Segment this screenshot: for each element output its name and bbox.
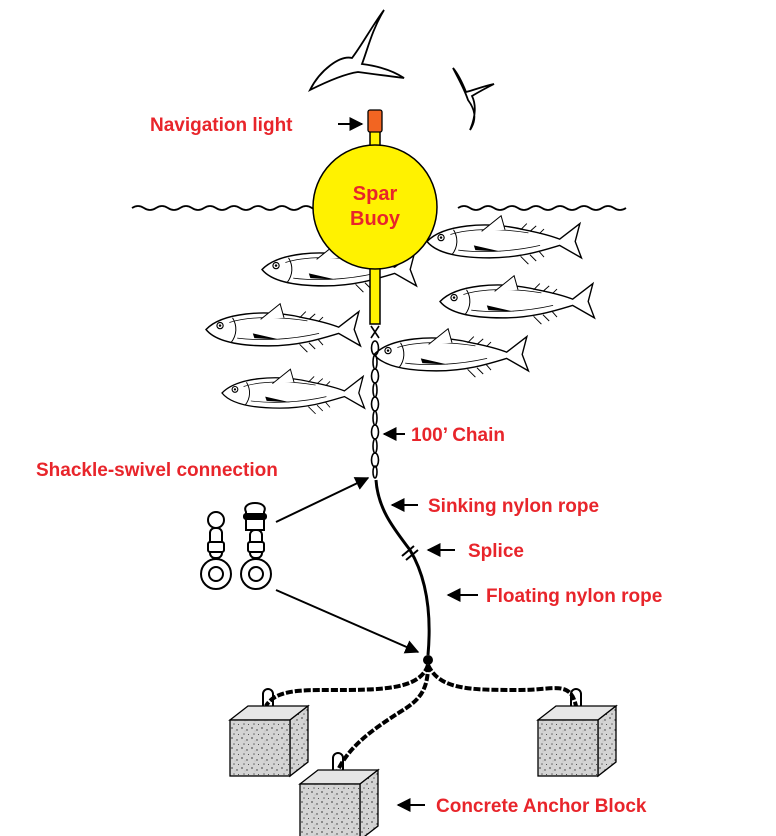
- annotation-arrows: [275, 117, 478, 812]
- bird-icon: [452, 67, 495, 131]
- label-splice: Splice: [468, 541, 524, 562]
- buoy-label-line1: Spar: [353, 183, 398, 205]
- water-surface: [131, 205, 627, 211]
- bird-icon: [307, 9, 405, 93]
- fish-icon: [221, 368, 366, 415]
- navigation-light: [367, 109, 383, 133]
- label-sinking-rope: Sinking nylon rope: [428, 496, 599, 517]
- concrete-block-icon: [229, 688, 309, 777]
- lower-shackle: [423, 655, 433, 665]
- fish-icon: [205, 303, 362, 353]
- fish-icon: [426, 215, 583, 265]
- shackle-swivel-icon: [200, 502, 272, 590]
- spar-buoy: [312, 144, 438, 270]
- fish-icon: [439, 275, 596, 325]
- anchor-chains: [264, 664, 578, 771]
- label-anchor-block: Concrete Anchor Block: [436, 796, 647, 817]
- buoy-label-line2: Buoy: [350, 208, 401, 230]
- label-shackle-swivel: Shackle-swivel connection: [36, 460, 278, 481]
- fish-icon: [373, 328, 530, 378]
- splice-mark: [401, 545, 419, 561]
- label-navigation-light: Navigation light: [150, 115, 293, 136]
- label-chain: 100’ Chain: [411, 425, 505, 446]
- chain: [370, 325, 380, 479]
- label-floating-rope: Floating nylon rope: [486, 586, 662, 607]
- nylon-rope: [374, 479, 431, 656]
